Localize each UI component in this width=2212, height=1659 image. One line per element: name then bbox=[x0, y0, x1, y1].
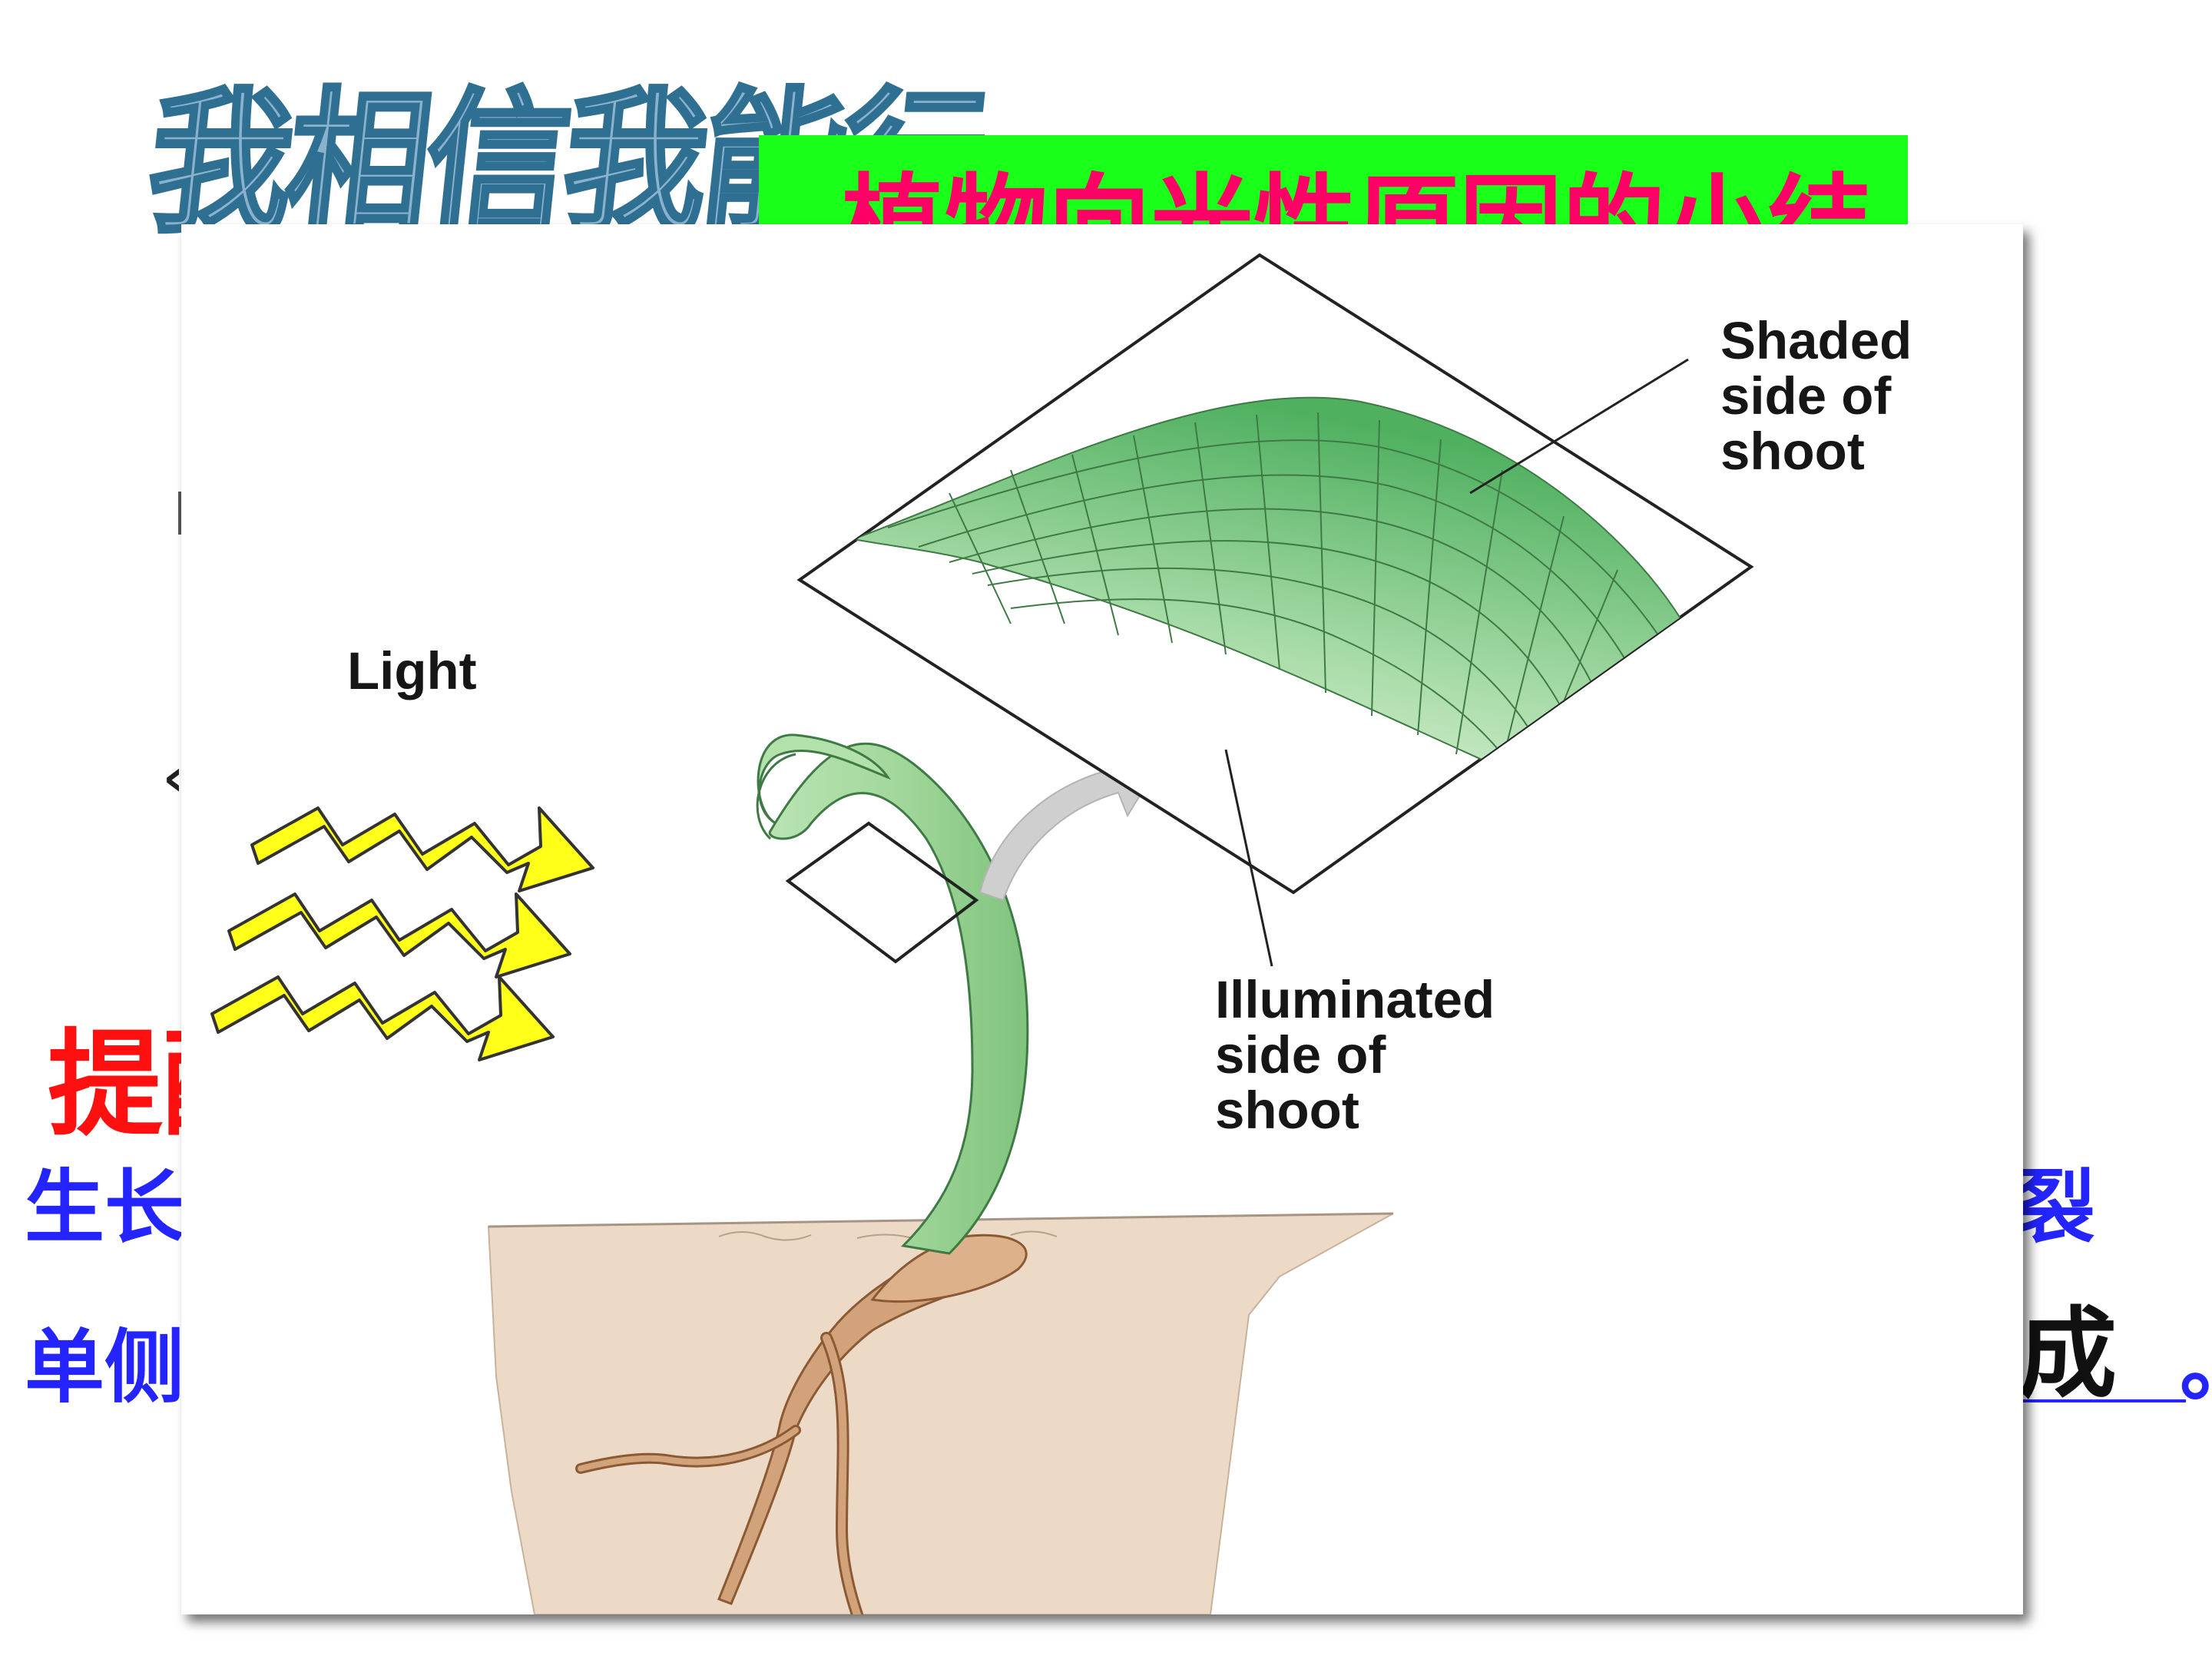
blank-answer-text: 成 bbox=[2018, 1297, 2118, 1412]
body-text-line-2: 单侧 bbox=[25, 1320, 185, 1414]
body-text-line-1-end: 裂 bbox=[2015, 1161, 2096, 1254]
body-text-line-1: 生长 bbox=[25, 1161, 185, 1254]
sentence-period: 。 bbox=[2180, 1326, 2212, 1406]
blank-underline bbox=[2014, 1399, 2186, 1402]
shaded-side-label: Shaded side of shoot bbox=[1720, 313, 1912, 479]
shaded-label-line-3: shoot bbox=[1720, 422, 1865, 481]
background-tick-mark bbox=[178, 492, 182, 535]
zoom-region-box bbox=[785, 821, 979, 964]
summary-title-box: 植物向光性原因的小结 bbox=[759, 135, 1908, 235]
shoot-icon bbox=[756, 733, 1029, 1255]
illuminated-label-line-3: shoot bbox=[1215, 1081, 1359, 1140]
phototropism-diagram: Light Shaded side of shoot Illuminated s… bbox=[181, 224, 2023, 1614]
lightning-arrow-icon bbox=[210, 806, 594, 1061]
illuminated-side-label: Illuminated side of shoot bbox=[1215, 972, 1495, 1138]
illuminated-leader-line bbox=[1224, 749, 1273, 967]
shaded-leader-line bbox=[1469, 358, 1689, 495]
cell-grid bbox=[887, 412, 1664, 763]
diagram-artwork bbox=[210, 253, 1754, 1614]
illuminated-label-line-2: side of bbox=[1215, 1025, 1386, 1084]
background-bracket-mark: ‹ bbox=[163, 748, 184, 807]
seed-root-icon bbox=[575, 1233, 1028, 1614]
illuminated-label-line-1: Illuminated bbox=[1215, 970, 1495, 1029]
summary-title: 植物向光性原因的小结 bbox=[842, 164, 1872, 235]
shaded-label-line-2: side of bbox=[1720, 366, 1892, 426]
light-label: Light bbox=[347, 641, 477, 700]
shaded-label-line-1: Shaded bbox=[1720, 311, 1912, 370]
